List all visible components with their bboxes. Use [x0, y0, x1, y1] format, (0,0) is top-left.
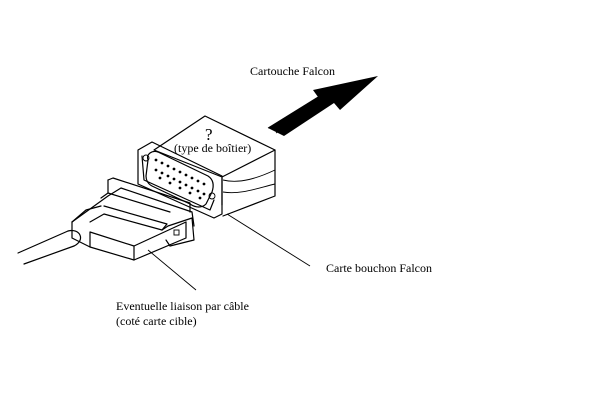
direction-arrow: [267, 76, 378, 136]
label-type-de-boitier: (type de boîtier): [174, 141, 251, 155]
label-question-mark: ?: [205, 125, 213, 144]
falcon-plug-board: [137, 115, 276, 219]
label-carte-bouchon-falcon: Carte bouchon Falcon: [326, 261, 432, 275]
label-cartouche-falcon: Cartouche Falcon: [250, 64, 335, 78]
label-liaison-cable: Eventuelle liaison par câble: [116, 299, 249, 313]
leader-liaison: [147, 249, 197, 291]
leader-carte-bouchon: [226, 213, 311, 267]
cable-connector: [17, 177, 195, 265]
label-cote-carte-cible: (coté carte cible): [116, 314, 197, 328]
